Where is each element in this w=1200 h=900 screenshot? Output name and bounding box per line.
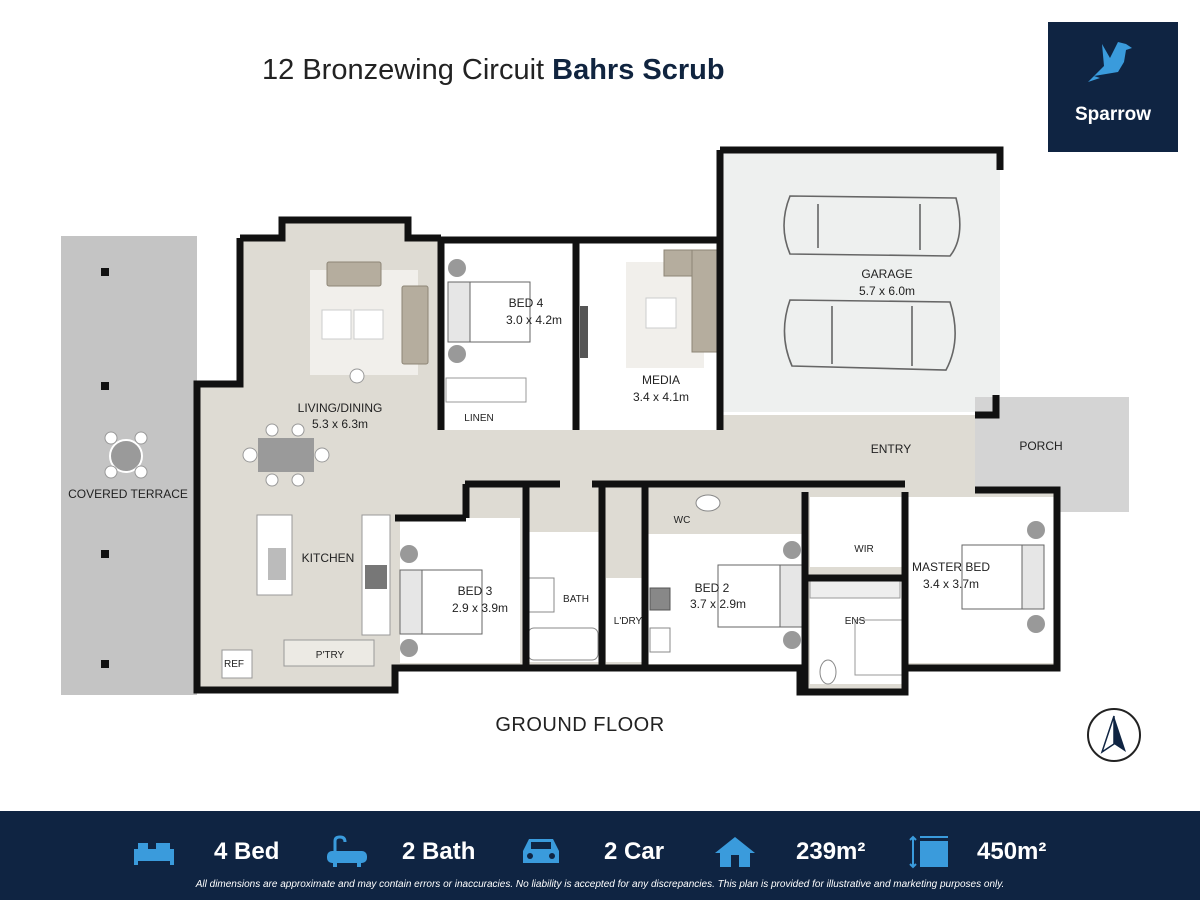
ref-label: REF xyxy=(224,659,244,670)
bed2-size: 3.7 x 2.9m xyxy=(690,597,746,611)
bed-icon xyxy=(134,843,174,865)
logo-text: Sparrow xyxy=(1074,104,1152,125)
car-top xyxy=(783,195,961,257)
laundry-label: L'DRY xyxy=(614,616,643,627)
car-icon xyxy=(523,839,559,863)
wir-label: WIR xyxy=(854,544,873,555)
porch-label: PORCH xyxy=(1019,439,1062,453)
kitchen-label: KITCHEN xyxy=(302,551,355,565)
dining-table xyxy=(242,423,330,487)
bed2-label: BED 2 xyxy=(695,581,730,595)
floor-label: GROUND FLOOR xyxy=(495,714,665,736)
house-area-stat: 239m² xyxy=(713,835,865,869)
living-size: 5.3 x 6.3m xyxy=(312,417,368,431)
outdoor-table xyxy=(104,431,148,479)
pantry-label: P'TRY xyxy=(316,650,345,661)
north-arrow-icon xyxy=(1087,708,1141,762)
entry-label: ENTRY xyxy=(871,442,911,456)
media-size: 3.4 x 4.1m xyxy=(633,390,689,404)
property-title: 12 Bronzewing Circuit Bahrs Scrub xyxy=(262,54,725,87)
garage-label: GARAGE xyxy=(861,267,912,281)
disclaimer: All dimensions are approximate and may c… xyxy=(195,879,1005,890)
house-icon xyxy=(715,837,755,867)
footer-bar: 4 Bed 2 Bath 2 Car 239m² 450m xyxy=(0,811,1200,900)
bath-label: BATH xyxy=(563,594,589,605)
bath-stat: 2 Bath xyxy=(325,835,475,869)
master-bed-label: MASTER BED xyxy=(912,560,990,574)
media-label: MEDIA xyxy=(642,373,680,387)
sparrow-logo: Sparrow xyxy=(1048,22,1178,152)
garage-area xyxy=(720,150,1000,412)
ensuite-label: ENS xyxy=(845,616,866,627)
car-bottom xyxy=(783,299,956,371)
house-area-text: 239m² xyxy=(796,838,866,865)
master-bed-size: 3.4 x 3.7m xyxy=(923,577,979,591)
car-stat: 2 Car xyxy=(519,835,664,869)
land-area-text: 450m² xyxy=(977,838,1047,865)
land-area-icon xyxy=(909,835,948,869)
linen-label: LINEN xyxy=(464,413,493,424)
garage-size: 5.7 x 6.0m xyxy=(859,284,915,298)
address-text: 12 Bronzewing Circuit xyxy=(262,54,545,86)
sparrow-bird-icon xyxy=(1088,42,1132,82)
bathtub-icon xyxy=(327,835,367,867)
land-area-stat: 450m² xyxy=(906,835,1046,869)
bed-stat-text: 4 Bed xyxy=(214,838,280,865)
suburb-text: Bahrs Scrub xyxy=(552,54,725,86)
covered-terrace-label: COVERED TERRACE xyxy=(68,487,188,501)
bed4-size: 3.0 x 4.2m xyxy=(506,313,562,327)
walls xyxy=(193,146,1061,696)
living-label: LIVING/DINING xyxy=(298,401,383,415)
floor-plan: COVERED TERRACE LIVING/DINING 5.3 x 6.3m… xyxy=(61,146,1129,696)
bath-stat-text: 2 Bath xyxy=(402,838,476,865)
wc-label: WC xyxy=(674,515,691,526)
living-sofa xyxy=(326,261,429,365)
bed4-label: BED 4 xyxy=(509,296,544,310)
car-stat-text: 2 Car xyxy=(604,838,665,865)
bed3-label: BED 3 xyxy=(458,584,493,598)
bed-stat: 4 Bed xyxy=(132,835,279,869)
bed3-size: 2.9 x 3.9m xyxy=(452,601,508,615)
